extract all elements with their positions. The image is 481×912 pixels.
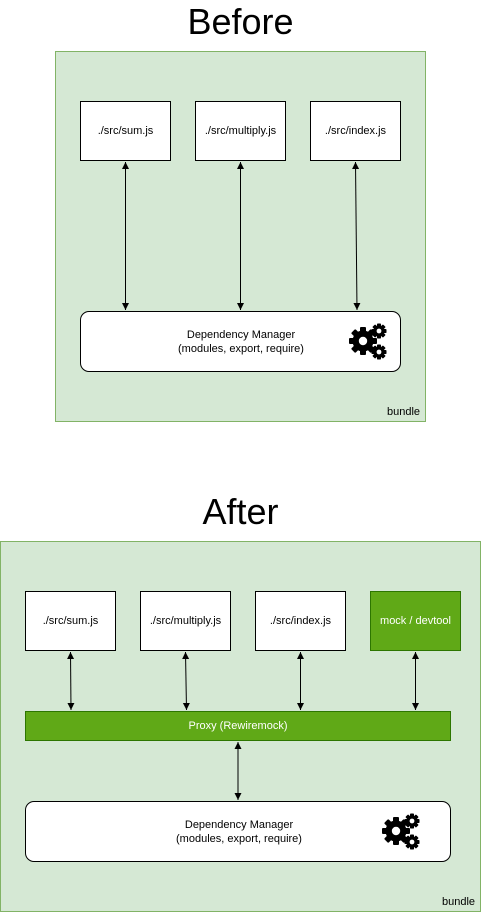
after-file-sum[interactable]: ./src/sum.js — [25, 591, 116, 651]
after-bundle-label: bundle — [442, 896, 476, 908]
before-dependency-manager[interactable]: Dependency Manager (modules, export, req… — [80, 311, 401, 372]
gears-icon — [382, 813, 420, 850]
before-dm-line2: (modules, export, require) — [178, 343, 304, 355]
before-file-index[interactable]: ./src/index.js — [310, 101, 401, 161]
after-proxy[interactable]: Proxy (Rewiremock) — [25, 711, 451, 741]
before-arrow-index — [352, 161, 361, 311]
after-title: After — [202, 491, 279, 532]
before-file-sum[interactable]: ./src/sum.js — [80, 101, 171, 161]
after-mock-devtool[interactable]: mock / devtool — [370, 591, 461, 651]
after-arrow-multiply — [182, 651, 190, 711]
after-dependency-manager[interactable]: Dependency Manager (modules, export, req… — [25, 801, 451, 862]
before-file-multiply[interactable]: ./src/multiply.js — [195, 101, 286, 161]
after-dm-label: Dependency Manager (modules, export, req… — [26, 818, 452, 846]
before-dm-line1: Dependency Manager — [186, 329, 296, 341]
after-dm-line1: Dependency Manager — [184, 819, 294, 831]
after-dm-line2: (modules, export, require) — [176, 833, 302, 845]
gears-icon — [349, 323, 387, 360]
after-file-index[interactable]: ./src/index.js — [255, 591, 346, 651]
before-bundle-label: bundle — [387, 406, 421, 418]
after-file-multiply[interactable]: ./src/multiply.js — [140, 591, 231, 651]
after-arrow-sum — [67, 651, 75, 711]
before-title: Before — [187, 1, 294, 42]
before-dm-label: Dependency Manager (modules, export, req… — [81, 328, 401, 356]
